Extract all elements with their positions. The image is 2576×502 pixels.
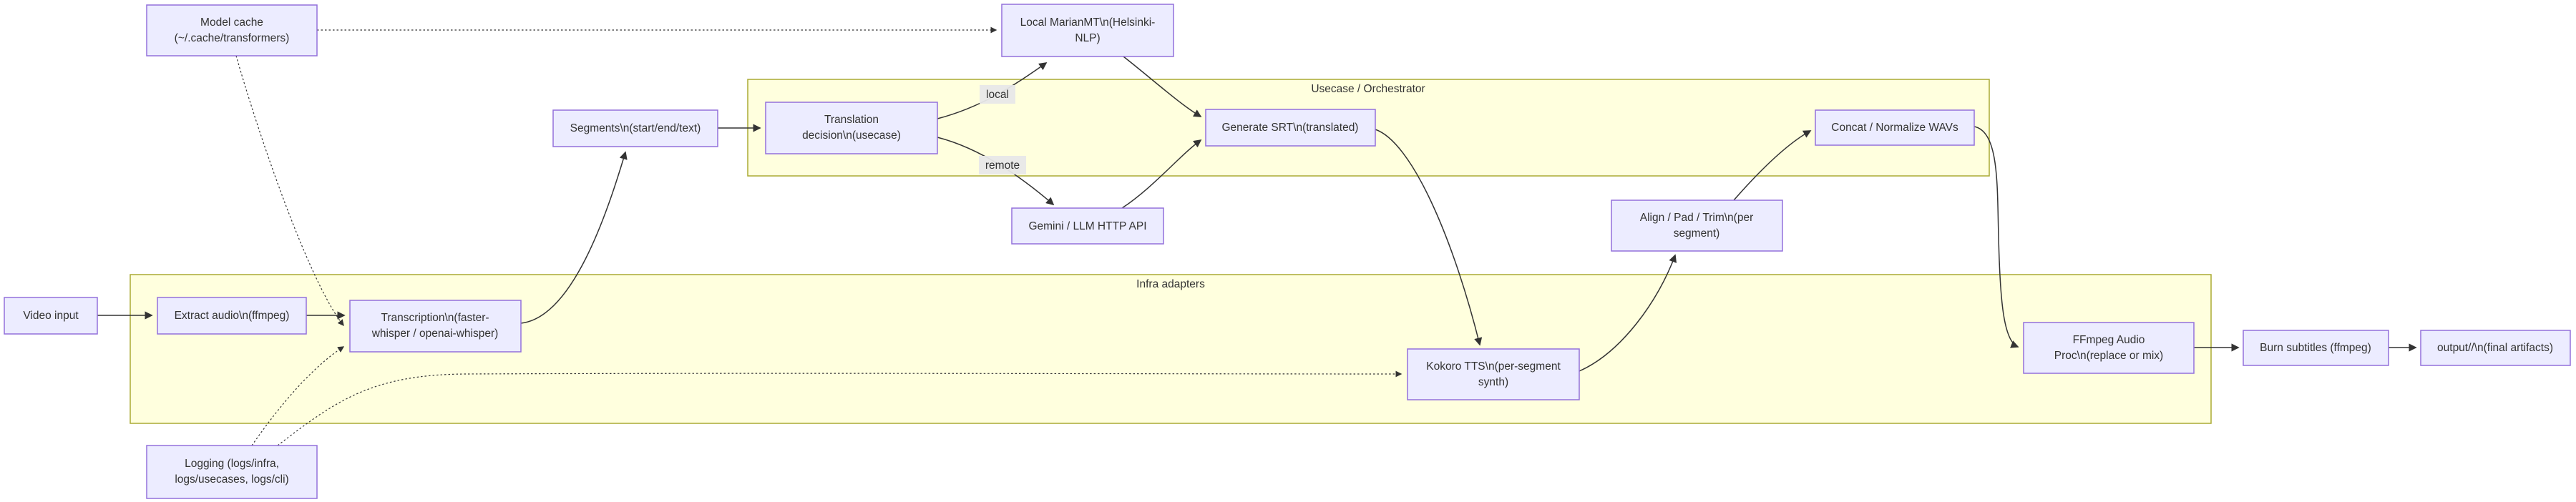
edge-gemini-to-srt xyxy=(1121,139,1202,209)
node-model-cache: Model cache (~/.cache/transformers) xyxy=(146,4,318,56)
node-extract-audio-label: Extract audio\n(ffmpeg) xyxy=(175,310,290,322)
node-video-input-box xyxy=(4,297,98,335)
node-logging-label-line2: logs/usecases, logs/cli) xyxy=(175,473,288,486)
node-generate-srt: Generate SRT\n(translated) xyxy=(1205,109,1376,147)
node-align-pad-trim-label-line2: segment) xyxy=(1674,227,1720,240)
node-model-cache-box xyxy=(146,4,318,56)
node-logging-box xyxy=(146,445,318,499)
node-concat-normalize-box xyxy=(1815,109,1975,146)
node-transcription: Transcription\n(faster- whisper / openai… xyxy=(349,300,522,353)
edge-label-local: local xyxy=(980,85,1015,104)
node-segments-box xyxy=(552,109,718,147)
edge-concat-to-ffmpegproc xyxy=(1974,126,2019,348)
node-gemini-api-box xyxy=(1011,207,1164,245)
node-align-pad-trim-box xyxy=(1611,200,1783,252)
node-transcription-box xyxy=(349,300,522,353)
edge-logging-to-kokoro xyxy=(277,370,1402,446)
node-translation-decision-box xyxy=(765,102,938,154)
node-output: output//\n(final artifacts) xyxy=(2420,330,2571,366)
cluster-usecase-title: Usecase / Orchestrator xyxy=(1311,83,1425,95)
node-burn-subtitles-box xyxy=(2243,330,2389,366)
node-local-marianmt-label-line2: NLP) xyxy=(1075,32,1100,44)
node-video-input-label: Video input xyxy=(23,310,79,322)
node-segments-label: Segments\n(start/end/text) xyxy=(570,122,701,134)
node-burn-subtitles-label: Burn subtitles (ffmpeg) xyxy=(2260,342,2371,354)
node-segments: Segments\n(start/end/text) xyxy=(552,109,718,147)
node-ffmpeg-audio-proc-label-line2: Proc\n(replace or mix) xyxy=(2054,350,2163,362)
edge-cache-to-transcription xyxy=(235,55,344,327)
node-concat-normalize-label: Concat / Normalize WAVs xyxy=(1831,122,1958,134)
node-local-marianmt-label-line1: Local MarianMT\n(Helsinki- xyxy=(1020,16,1156,29)
node-output-label: output//\n(final artifacts) xyxy=(2437,342,2553,354)
edge-label-remote-bg xyxy=(979,156,1026,174)
node-burn-subtitles: Burn subtitles (ffmpeg) xyxy=(2243,330,2389,366)
node-translation-decision-label-line1: Translation xyxy=(824,114,879,126)
node-kokoro-tts: Kokoro TTS\n(per-segment synth) xyxy=(1407,348,1580,400)
node-model-cache-label-line2: (~/.cache/transformers) xyxy=(175,32,290,44)
node-ffmpeg-audio-proc-box xyxy=(2023,322,2195,374)
cluster-infra-title: Infra adapters xyxy=(1136,278,1205,290)
node-ffmpeg-audio-proc: FFmpeg Audio Proc\n(replace or mix) xyxy=(2023,322,2195,374)
edge-align-to-concat xyxy=(1733,130,1812,201)
edge-label-local-bg xyxy=(980,85,1015,104)
node-gemini-api: Gemini / LLM HTTP API xyxy=(1011,207,1164,245)
edge-marianmt-to-srt xyxy=(1123,56,1202,117)
node-kokoro-tts-label-line2: synth) xyxy=(1478,376,1508,388)
node-generate-srt-box xyxy=(1205,109,1376,147)
node-output-box xyxy=(2420,330,2571,366)
edge-logging-to-transcription xyxy=(251,346,345,446)
node-concat-normalize: Concat / Normalize WAVs xyxy=(1815,109,1975,146)
edge-label-remote-text: remote xyxy=(985,159,1020,172)
node-local-marianmt-box xyxy=(1001,4,1174,57)
node-align-pad-trim-label-line1: Align / Pad / Trim\n(per xyxy=(1640,212,1754,224)
node-extract-audio: Extract audio\n(ffmpeg) xyxy=(157,297,307,335)
node-transcription-label-line2: whisper / openai-whisper) xyxy=(371,328,499,340)
node-translation-decision: Translation decision\n(usecase) xyxy=(765,102,938,154)
node-model-cache-label-line1: Model cache xyxy=(200,16,263,29)
node-align-pad-trim: Align / Pad / Trim\n(per segment) xyxy=(1611,200,1783,252)
node-extract-audio-box xyxy=(157,297,307,335)
node-logging: Logging (logs/infra, logs/usecases, logs… xyxy=(146,445,318,499)
node-video-input: Video input xyxy=(4,297,98,335)
node-translation-decision-label-line2: decision\n(usecase) xyxy=(802,129,901,142)
edge-srt-to-kokoro xyxy=(1375,129,1483,346)
edge-label-remote: remote xyxy=(979,156,1026,174)
node-kokoro-tts-label-line1: Kokoro TTS\n(per-segment xyxy=(1426,360,1561,373)
node-local-marianmt: Local MarianMT\n(Helsinki- NLP) xyxy=(1001,4,1174,57)
node-transcription-label-line1: Transcription\n(faster- xyxy=(381,312,489,324)
edge-transcription-to-segments xyxy=(520,151,628,324)
node-generate-srt-label: Generate SRT\n(translated) xyxy=(1222,122,1359,134)
node-kokoro-tts-box xyxy=(1407,348,1580,400)
node-gemini-api-label: Gemini / LLM HTTP API xyxy=(1028,220,1146,232)
node-logging-label-line1: Logging (logs/infra, xyxy=(185,458,279,470)
edge-kokoro-to-align xyxy=(1579,254,1677,372)
node-ffmpeg-audio-proc-label-line1: FFmpeg Audio xyxy=(2073,334,2145,346)
edge-label-local-text: local xyxy=(986,89,1009,101)
